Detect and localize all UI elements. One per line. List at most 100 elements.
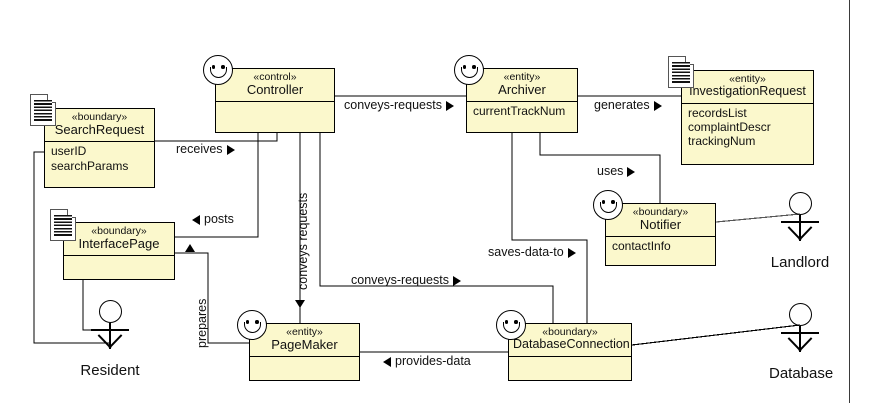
class-name: PageMaker xyxy=(271,337,338,353)
association-label-saves-data-to: saves-data-to xyxy=(488,245,576,259)
actor-head xyxy=(98,300,122,323)
smile xyxy=(600,202,617,213)
actor-arms xyxy=(91,329,129,331)
stereotype-label: «boundary» xyxy=(71,111,128,123)
smiley-badge-icon xyxy=(203,55,233,85)
class-box-archiver[interactable]: «entity» Archiver currentTrackNum xyxy=(466,68,578,133)
class-attributes: currentTrackNum xyxy=(467,101,577,128)
arrow-right-icon xyxy=(452,275,461,286)
actor-landlord[interactable]: Landlord xyxy=(769,192,831,271)
class-box-searchrequest[interactable]: «boundary» SearchRequest userID searchPa… xyxy=(44,108,155,188)
arrow-right-icon xyxy=(567,247,576,258)
class-box-databaseconnection[interactable]: «boundary» DatabaseConnection xyxy=(508,323,632,381)
class-name: Controller xyxy=(246,82,304,98)
association-text: conveys-requests xyxy=(351,273,449,287)
actor-spine xyxy=(799,326,801,352)
actor-label: Database xyxy=(769,365,834,382)
actor-head xyxy=(788,192,812,215)
page-lines xyxy=(34,100,52,121)
class-attributes: userID searchParams xyxy=(45,141,154,185)
document-badge-icon xyxy=(50,209,76,241)
class-attributes xyxy=(64,255,174,277)
stereotype-label: «control» xyxy=(253,71,297,83)
association-label-conveys-requests-top: conveys-requests xyxy=(344,98,454,112)
attribute: trackingNum xyxy=(688,134,756,149)
document-badge-icon xyxy=(668,56,694,88)
page-lines xyxy=(54,215,72,236)
class-attributes xyxy=(250,356,359,378)
arrow-right-icon xyxy=(627,166,636,177)
class-name: SearchRequest xyxy=(54,122,145,138)
class-name: DatabaseConnection xyxy=(513,337,630,352)
class-header: «control» Controller xyxy=(216,69,334,101)
association-text: saves-data-to xyxy=(488,245,564,259)
actor-spine xyxy=(109,323,111,349)
stereotype-label: «entity» xyxy=(286,326,323,338)
diagram-border xyxy=(849,0,850,403)
class-header: «boundary» Notifier xyxy=(606,204,715,236)
class-box-notifier[interactable]: «boundary» Notifier contactInfo xyxy=(605,203,716,266)
arrow-left-icon xyxy=(383,356,391,367)
association-label-generates: generates xyxy=(594,98,662,112)
actor-label: Resident xyxy=(80,362,140,379)
stereotype-label: «entity» xyxy=(503,71,541,83)
class-header: «entity» InvestigationRequest xyxy=(682,71,813,103)
class-attributes: recordsList complaintDescr trackingNum xyxy=(682,102,813,161)
attribute: complaintDescr xyxy=(688,119,771,134)
actor-database[interactable]: Database xyxy=(769,303,834,382)
actor-body xyxy=(79,323,141,361)
association-label-prepares: prepares xyxy=(195,299,209,348)
association-text: conveys-requests xyxy=(344,98,442,112)
stereotype-label: «boundary» xyxy=(632,206,689,218)
attribute: userID xyxy=(51,144,87,159)
class-attributes: contactInfo xyxy=(606,236,715,262)
smile xyxy=(210,67,227,78)
smile xyxy=(244,322,261,333)
class-header: «entity» Archiver xyxy=(467,69,577,101)
stereotype-label: «entity» xyxy=(729,73,766,85)
association-text: provides-data xyxy=(395,354,471,368)
arrow-left-icon xyxy=(192,214,200,225)
attribute: searchParams xyxy=(51,158,129,173)
smiley-badge-icon xyxy=(593,190,623,220)
association-text: conveys requests xyxy=(296,192,310,290)
actor-spine xyxy=(799,215,801,241)
class-box-interfacepage[interactable]: «boundary» InterfacePage xyxy=(63,222,175,280)
class-name: Archiver xyxy=(498,82,546,98)
class-box-pagemaker[interactable]: «entity» PageMaker xyxy=(249,323,360,381)
class-header: «entity» PageMaker xyxy=(250,324,359,356)
class-header: «boundary» InterfacePage xyxy=(64,223,174,255)
class-box-controller[interactable]: «control» Controller xyxy=(215,68,335,133)
page-lines xyxy=(672,62,690,83)
class-header: «boundary» DatabaseConnection xyxy=(509,324,631,356)
actor-body xyxy=(769,215,831,253)
smiley-badge-icon xyxy=(496,310,526,340)
arrow-right-icon xyxy=(226,144,235,155)
class-header: «boundary» SearchRequest xyxy=(45,109,154,141)
class-box-investigationrequest[interactable]: «entity» InvestigationRequest recordsLis… xyxy=(681,70,814,165)
actor-body xyxy=(769,326,831,364)
smile xyxy=(461,67,478,78)
class-name: InvestigationRequest xyxy=(689,84,806,99)
association-label-posts: posts xyxy=(192,212,234,226)
smile xyxy=(503,322,520,333)
association-label-uses: uses xyxy=(597,164,636,178)
association-text: uses xyxy=(597,164,624,178)
arrow-right-icon xyxy=(445,100,454,111)
attribute: currentTrackNum xyxy=(473,104,566,119)
association-text: receives xyxy=(176,142,223,156)
arrow-up-icon xyxy=(185,244,195,252)
stereotype-label: «boundary» xyxy=(91,225,147,237)
association-label-receives: receives xyxy=(176,142,235,156)
class-name: InterfacePage xyxy=(78,236,160,252)
stereotype-label: «boundary» xyxy=(542,326,598,338)
smiley-badge-icon xyxy=(237,310,267,340)
attribute: contactInfo xyxy=(612,239,671,254)
actor-arms xyxy=(781,332,819,334)
actor-resident[interactable]: Resident xyxy=(79,300,141,379)
document-badge-icon xyxy=(30,94,56,126)
arrow-down-icon xyxy=(295,300,305,308)
association-text: prepares xyxy=(195,298,209,348)
association-label-provides-data: provides-data xyxy=(383,354,471,368)
